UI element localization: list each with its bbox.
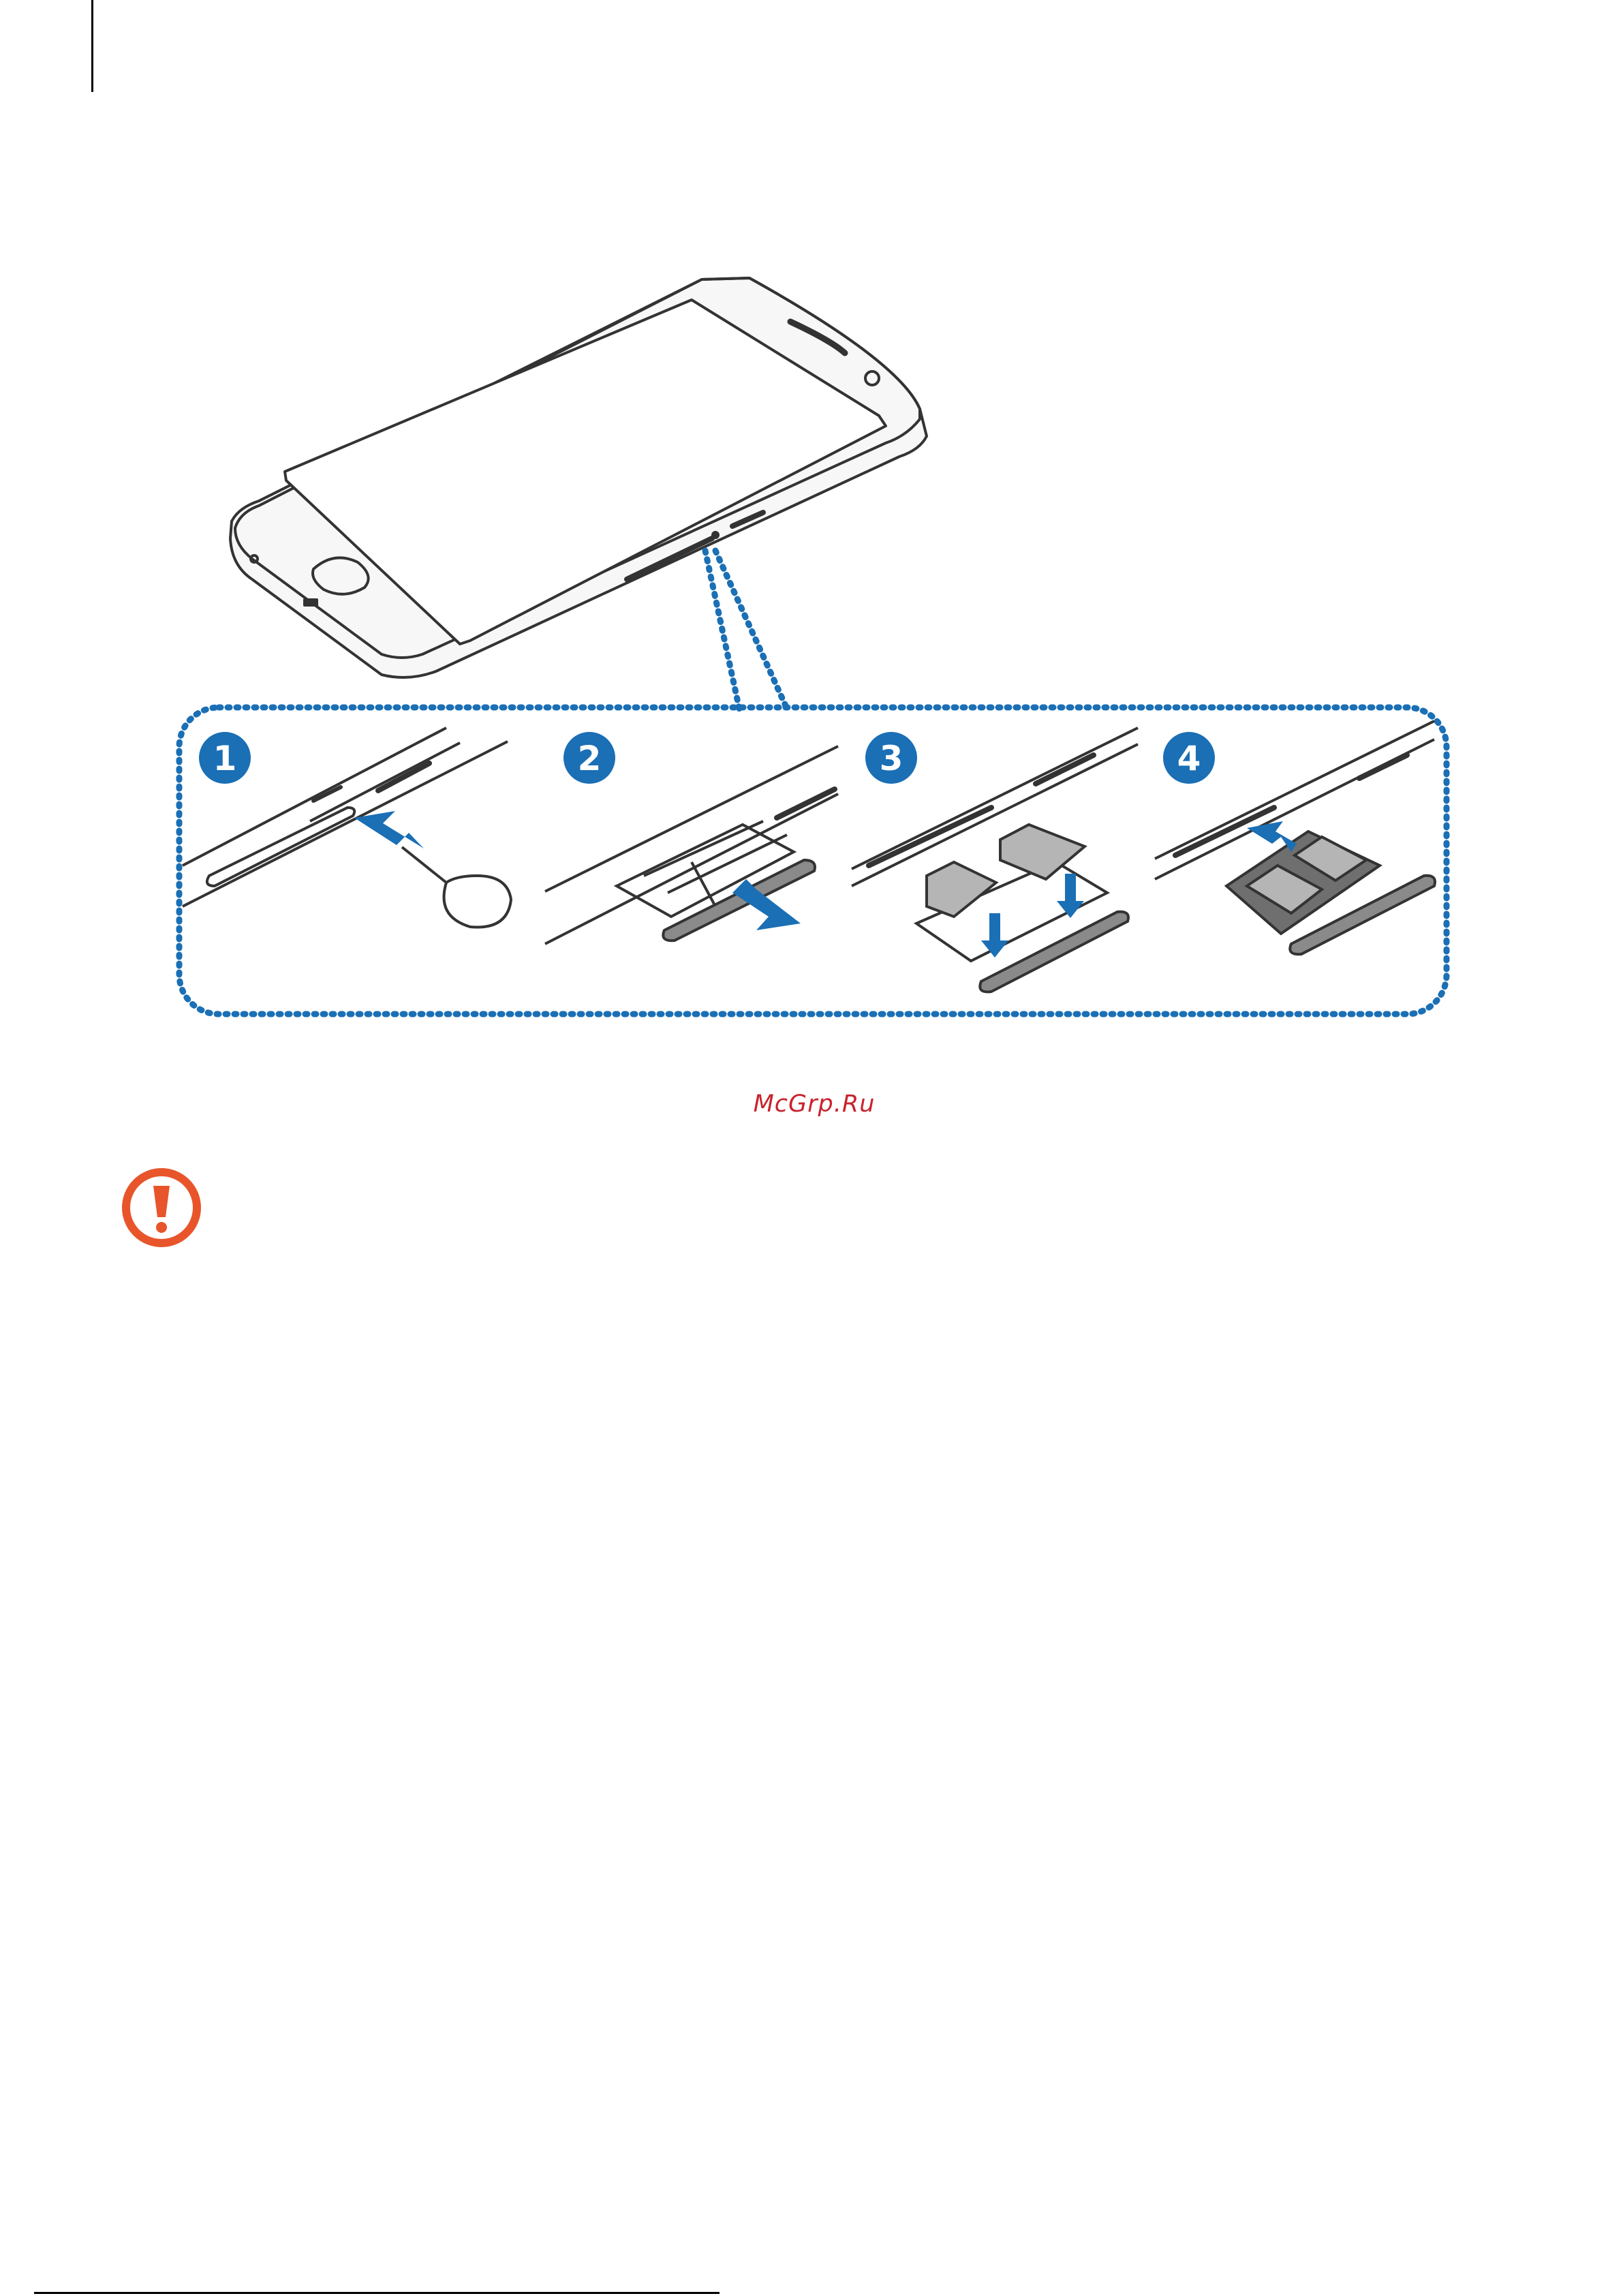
step-1-panel: 1 [183, 728, 511, 928]
step-3-panel: 3 [852, 728, 1138, 992]
step-2-panel: 2 [545, 732, 838, 944]
phone-illustration [230, 278, 927, 677]
step-4-number: 4 [1177, 739, 1201, 778]
insert-arrow-icon [354, 811, 424, 848]
step-3-number: 3 [880, 739, 903, 778]
step-1-number: 1 [213, 739, 237, 778]
sim1-arrow-icon [981, 913, 1008, 958]
caution-exclamation-icon [121, 1167, 202, 1249]
sim2-arrow-icon [1057, 874, 1084, 918]
step-4-panel: 4 [1155, 721, 1435, 954]
step-2-number: 2 [578, 739, 602, 778]
connector-lines [705, 551, 787, 709]
watermark-text: McGrp.Ru [746, 1090, 882, 1118]
push-arrow-icon [1247, 821, 1297, 852]
